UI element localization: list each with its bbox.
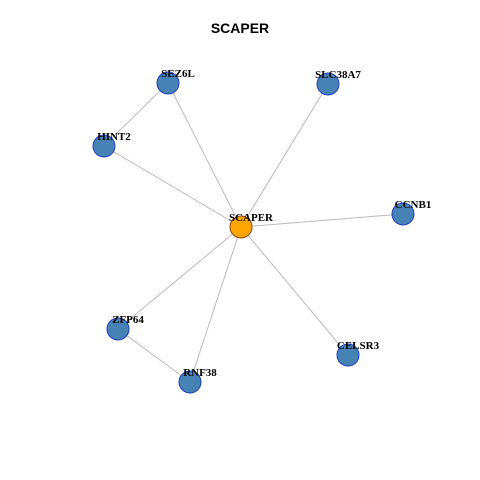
edge-scaper-rnf38 — [189, 226, 242, 383]
edge-scaper-ccnb1 — [240, 213, 404, 228]
edge-scaper-slc38a7 — [240, 83, 329, 228]
node-hint2[interactable] — [92, 134, 116, 158]
node-rnf38[interactable] — [178, 370, 202, 394]
node-label-scaper: SCAPER — [229, 212, 274, 224]
edge-scaper-sez6l — [167, 82, 242, 228]
node-label-ccnb1: CCNB1 — [395, 199, 432, 211]
edge-zfp64-rnf38 — [117, 328, 191, 383]
edge-sez6l-hint2 — [103, 82, 169, 147]
node-label-sez6l: SEZ6L — [161, 68, 195, 80]
node-ccnb1[interactable] — [391, 202, 415, 226]
node-celsr3[interactable] — [336, 343, 360, 367]
node-zfp64[interactable] — [106, 317, 130, 341]
node-label-celsr3: CELSR3 — [337, 340, 380, 352]
node-scaper[interactable] — [229, 215, 253, 239]
node-label-hint2: HINT2 — [97, 131, 131, 143]
edge-scaper-celsr3 — [240, 226, 349, 356]
edge-scaper-zfp64 — [117, 226, 242, 330]
graph-title: SCAPER — [210, 20, 270, 36]
node-label-slc38a7: SLC38A7 — [315, 69, 361, 81]
edge-scaper-hint2 — [103, 145, 242, 228]
node-sez6l[interactable] — [156, 71, 180, 95]
node-label-rnf38: RNF38 — [183, 367, 217, 379]
node-label-zfp64: ZFP64 — [112, 314, 144, 326]
node-slc38a7[interactable] — [316, 72, 340, 96]
